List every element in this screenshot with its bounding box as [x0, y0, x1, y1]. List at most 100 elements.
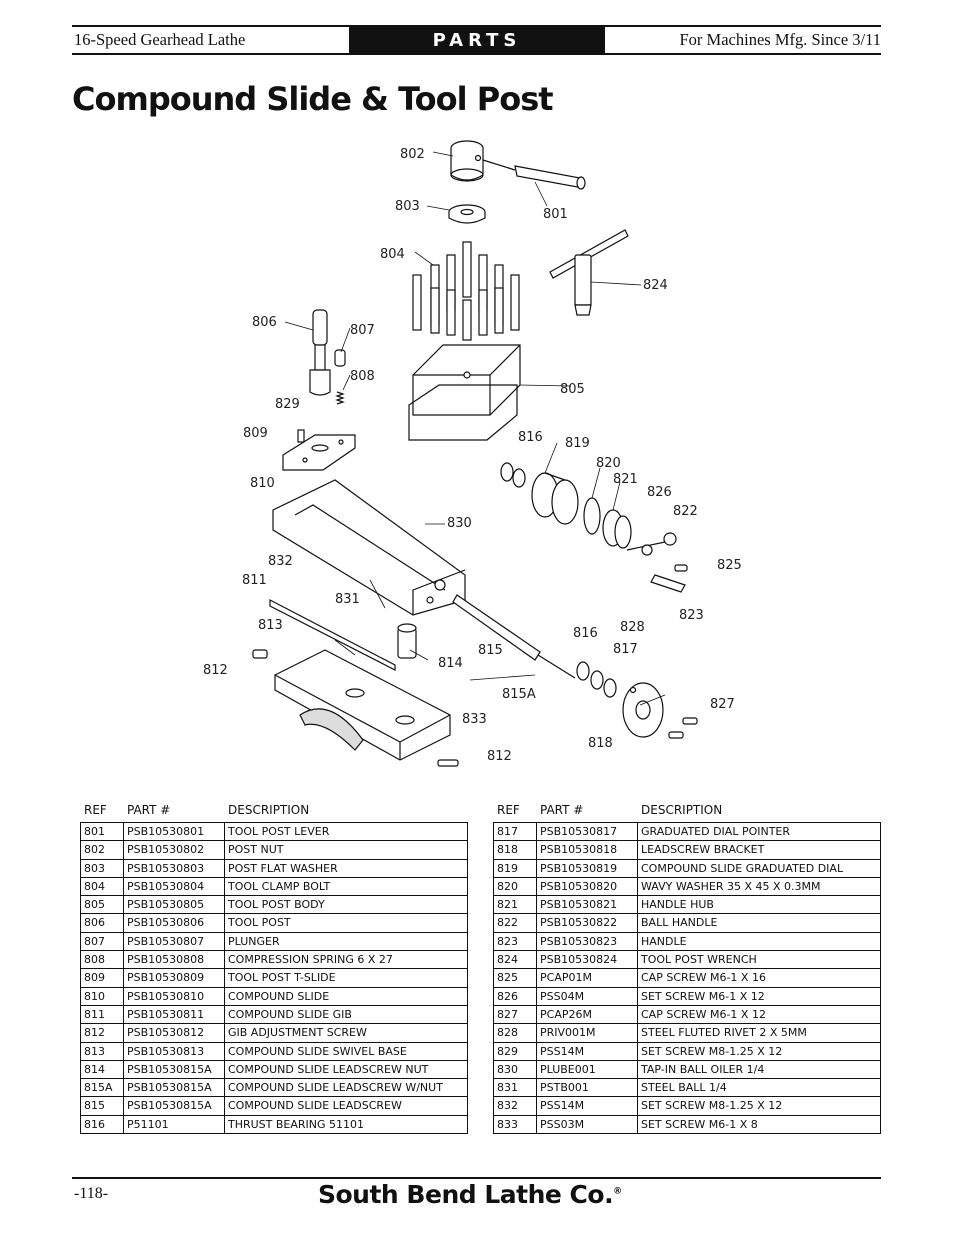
- plunger-drawing: [334, 349, 346, 367]
- ref-cell: 815: [81, 1097, 124, 1115]
- part-number-cell: PSB10530815A: [124, 1079, 225, 1097]
- part-number-cell: PSTB001: [537, 1079, 638, 1097]
- wavy-washer-drawing: [583, 497, 601, 535]
- description-cell: COMPOUND SLIDE GRADUATED DIAL: [641, 861, 844, 875]
- ref-cell: 802: [81, 841, 124, 859]
- tool-post-body-drawing: [408, 344, 521, 441]
- part-number-cell: PLUBE001: [537, 1060, 638, 1079]
- description-cell: COMPRESSION SPRING 6 X 27: [228, 953, 393, 967]
- description-cell: GIB ADJUSTMENT SCREW: [228, 1026, 367, 1040]
- part-number-cell: PSB10530804: [124, 877, 225, 896]
- part-number-cell: P51101: [124, 1115, 225, 1134]
- part-number-cell: PSB10530818: [537, 841, 638, 859]
- callout-803: 803: [395, 199, 420, 214]
- thrust-bearing-drawing: [500, 462, 617, 698]
- ref-cell: 833: [494, 1115, 537, 1134]
- description-cell: POST FLAT WASHER: [228, 861, 338, 875]
- part-number-cell: PSB10530812: [124, 1024, 225, 1042]
- callout-808: 808: [350, 369, 375, 384]
- part-number-cell: PSB10530821: [537, 896, 638, 914]
- tool-post-drawing: [309, 309, 331, 396]
- ref-cell: 817: [494, 823, 537, 841]
- ref-cell: 809: [81, 969, 124, 987]
- description-cell: TOOL POST WRENCH: [641, 953, 757, 967]
- footer-rule: [72, 1177, 881, 1179]
- ref-cell: 824: [494, 951, 537, 969]
- description-cell: COMPOUND SLIDE LEADSCREW: [228, 1099, 402, 1113]
- header-section-label: PARTS: [349, 27, 605, 54]
- callout-823: 823: [679, 608, 704, 623]
- callout-828: 828: [620, 620, 645, 635]
- part-header: PART #: [127, 803, 171, 817]
- part-number-cell: PSB10530809: [124, 969, 225, 987]
- description-cell: COMPOUND SLIDE: [228, 989, 330, 1003]
- callout-812: 812: [203, 663, 228, 678]
- leader-lines: [284, 151, 666, 706]
- description-cell: TOOL POST BODY: [228, 898, 325, 912]
- callout-819: 819: [565, 436, 590, 451]
- description-cell: COMPOUND SLIDE LEADSCREW W/NUT: [228, 1081, 443, 1095]
- callout-820: 820: [596, 456, 621, 471]
- part-number-cell: PSB10530802: [124, 841, 225, 859]
- page-number: -118-: [74, 1185, 109, 1202]
- callout-805: 805: [560, 382, 585, 397]
- description-cell: GRADUATED DIAL POINTER: [641, 825, 791, 838]
- ref-cell: 803: [81, 859, 124, 877]
- description-cell: PLUNGER: [228, 934, 280, 948]
- ref-cell: 805: [81, 896, 124, 914]
- callout-829: 829: [275, 397, 300, 412]
- ref-cell: 812: [81, 1024, 124, 1042]
- description-cell: CAP SCREW M6-1 X 12: [641, 1007, 766, 1021]
- header-machine-name: 16-Speed Gearhead Lathe: [74, 30, 246, 49]
- description-cell: COMPOUND SLIDE LEADSCREW NUT: [228, 1062, 429, 1076]
- callout-832: 832: [268, 554, 293, 569]
- part-number-cell: PSB10530803: [124, 859, 225, 877]
- cap-screw-827-drawing: [682, 717, 698, 725]
- desc-header: DESCRIPTION: [228, 803, 310, 817]
- callout-815: 815: [478, 643, 503, 658]
- part-number-cell: PSB10530819: [537, 859, 638, 877]
- ref-cell: 816: [81, 1115, 124, 1134]
- registered-mark: ®: [613, 1186, 622, 1197]
- part-number-cell: PSB10530805: [124, 896, 225, 914]
- tool-post-t-slide-drawing: [282, 434, 356, 471]
- part-number-cell: PSB10530817: [537, 823, 638, 841]
- ref-cell: 806: [81, 914, 124, 932]
- callout-810: 810: [250, 476, 275, 491]
- callout-821: 821: [613, 472, 638, 487]
- cap-screw-827b-drawing: [668, 731, 684, 739]
- part-number-cell: PCAP26M: [537, 1005, 638, 1024]
- callout-831: 831: [335, 592, 360, 607]
- description-cell: TOOL POST T-SLIDE: [228, 971, 336, 985]
- description-cell: COMPOUND SLIDE GIB: [228, 1007, 352, 1021]
- description-cell: SET SCREW M6-1 X 12: [641, 989, 765, 1003]
- callout-826: 826: [647, 485, 672, 500]
- part-number-cell: PRIV001M: [537, 1024, 638, 1042]
- ref-cell: 807: [81, 932, 124, 951]
- ref-cell: 831: [494, 1079, 537, 1097]
- description-cell: SET SCREW M6-1 X 8: [641, 1117, 758, 1131]
- part-number-cell: PSB10530801: [124, 823, 225, 841]
- ref-cell: 823: [494, 932, 537, 951]
- callout-804: 804: [380, 247, 405, 262]
- callout-827: 827: [710, 697, 735, 712]
- callout-809: 809: [243, 426, 268, 441]
- part-number-cell: PSB10530815A: [124, 1097, 225, 1115]
- gib-drawing: [269, 599, 396, 671]
- part-number-cell: PSB10530820: [537, 877, 638, 896]
